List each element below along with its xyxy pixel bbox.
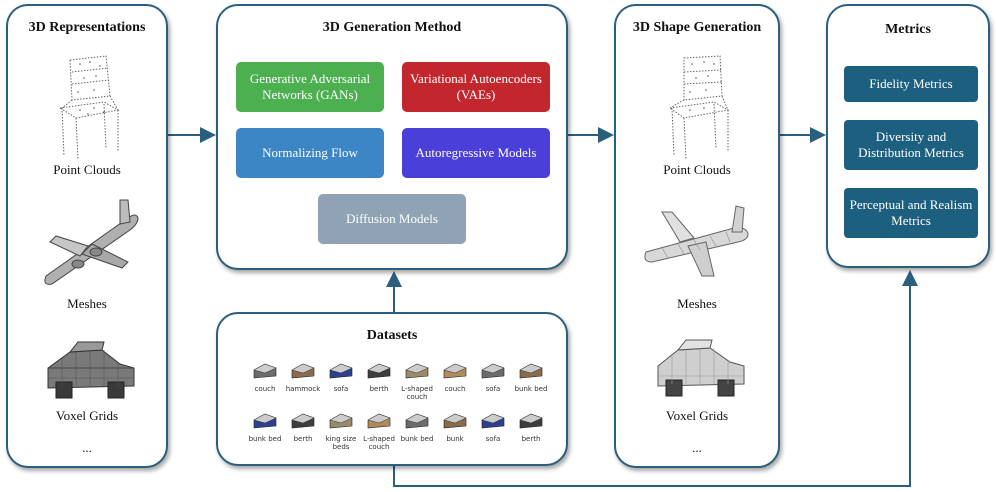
dataset-item: king size beds — [322, 408, 360, 451]
dataset-item: sofa — [322, 358, 360, 393]
repr-item-meshes: Meshes — [67, 296, 107, 311]
dataset-item-label: sofa — [485, 435, 501, 443]
dataset-thumbnail-image — [519, 413, 543, 429]
dataset-item: berth — [284, 408, 322, 443]
gan-box: Generative Adversarial Networks (GANs) — [236, 62, 384, 112]
generated-voxel-car-image — [657, 339, 745, 397]
dataset-thumbnail-image — [291, 413, 315, 429]
dataset-item-label: bunk bed — [400, 435, 434, 443]
diversity-metrics-box: Diversity and Distribution Metrics — [844, 120, 978, 170]
dataset-thumbnail-image — [291, 363, 315, 379]
dataset-thumbnail-image — [405, 413, 429, 429]
point-cloud-chair-image — [58, 55, 120, 161]
dataset-thumbnail-image — [405, 363, 429, 379]
generated-mesh-airplane-image — [644, 205, 749, 277]
dataset-item: L-shaped couch — [360, 408, 398, 451]
dataset-item: sofa — [474, 358, 512, 393]
shape-item-voxel-grids: Voxel Grids — [665, 408, 729, 423]
dataset-item: sofa — [474, 408, 512, 443]
dataset-item: bunk bed — [398, 408, 436, 443]
dataset-thumbnail-image — [329, 413, 353, 429]
diffusion-box: Diffusion Models — [318, 194, 466, 244]
dataset-item: couch — [246, 358, 284, 393]
dataset-thumbnail-image — [443, 363, 467, 379]
fidelity-metrics-box: Fidelity Metrics — [844, 66, 978, 102]
dataset-item-label: king size beds — [325, 435, 357, 451]
shape-item-point-clouds: Point Clouds — [663, 162, 731, 177]
generated-point-cloud-chair-image — [668, 55, 730, 161]
perceptual-metrics-box: Perceptual and Realism Metrics — [844, 188, 978, 238]
dataset-item-label: L-shaped couch — [401, 385, 433, 401]
dataset-item-label: berth — [369, 385, 389, 393]
dataset-item-label: berth — [521, 435, 541, 443]
dataset-item-label: bunk bed — [248, 435, 282, 443]
dataset-thumbnail-image — [443, 413, 467, 429]
dataset-thumbnail-image — [367, 413, 391, 429]
shape-more: ... — [692, 440, 702, 455]
dataset-item: berth — [512, 408, 550, 443]
normalizing-flow-box: Normalizing Flow — [236, 128, 384, 178]
representations-panel: 3D Representations Point Clouds Meshes — [6, 4, 168, 468]
dataset-item: berth — [360, 358, 398, 393]
dataset-item: bunk bed — [512, 358, 550, 393]
voxel-car-image — [47, 341, 135, 399]
metrics-title: Metrics — [885, 22, 931, 37]
dataset-thumbnail-image — [253, 363, 277, 379]
method-panel: 3D Generation Method Generative Adversar… — [216, 4, 568, 270]
repr-item-point-clouds: Point Clouds — [53, 162, 121, 177]
dataset-item-label: L-shaped couch — [363, 435, 395, 451]
shape-item-meshes: Meshes — [677, 296, 717, 311]
arrow-datasets-to-metrics — [393, 270, 918, 487]
mesh-airplane-image — [44, 199, 139, 285]
dataset-item-label: sofa — [333, 385, 349, 393]
dataset-item: L-shaped couch — [398, 358, 436, 401]
dataset-item-label: couch — [254, 385, 276, 393]
dataset-item-label: sofa — [485, 385, 501, 393]
dataset-thumbnail-image — [481, 413, 505, 429]
dataset-item-label: hammock — [285, 385, 321, 393]
dataset-item: hammock — [284, 358, 322, 393]
dataset-item: couch — [436, 358, 474, 393]
representations-title: 3D Representations — [28, 20, 146, 35]
dataset-item-label: bunk — [446, 435, 464, 443]
dataset-thumbnail-image — [329, 363, 353, 379]
autoregressive-box: Autoregressive Models — [402, 128, 550, 178]
dataset-item: bunk bed — [246, 408, 284, 443]
shape-generation-title: 3D Shape Generation — [632, 20, 762, 35]
vae-box: Variational Autoencoders (VAEs) — [402, 62, 550, 112]
repr-more: ... — [82, 440, 92, 455]
dataset-thumbnail-image — [519, 363, 543, 379]
repr-item-voxel-grids: Voxel Grids — [55, 408, 119, 423]
dataset-item: bunk — [436, 408, 474, 443]
method-title: 3D Generation Method — [322, 20, 462, 35]
dataset-item-label: berth — [293, 435, 313, 443]
metrics-panel: Metrics Fidelity Metrics Diversity and D… — [826, 4, 990, 268]
dataset-item-label: bunk bed — [514, 385, 548, 393]
shape-generation-panel: 3D Shape Generation Point Clouds Meshes — [614, 4, 780, 468]
datasets-title: Datasets — [366, 328, 418, 343]
dataset-item-label: couch — [444, 385, 466, 393]
dataset-thumbnail-image — [367, 363, 391, 379]
dataset-thumbnail-image — [253, 413, 277, 429]
dataset-thumbnail-image — [481, 363, 505, 379]
